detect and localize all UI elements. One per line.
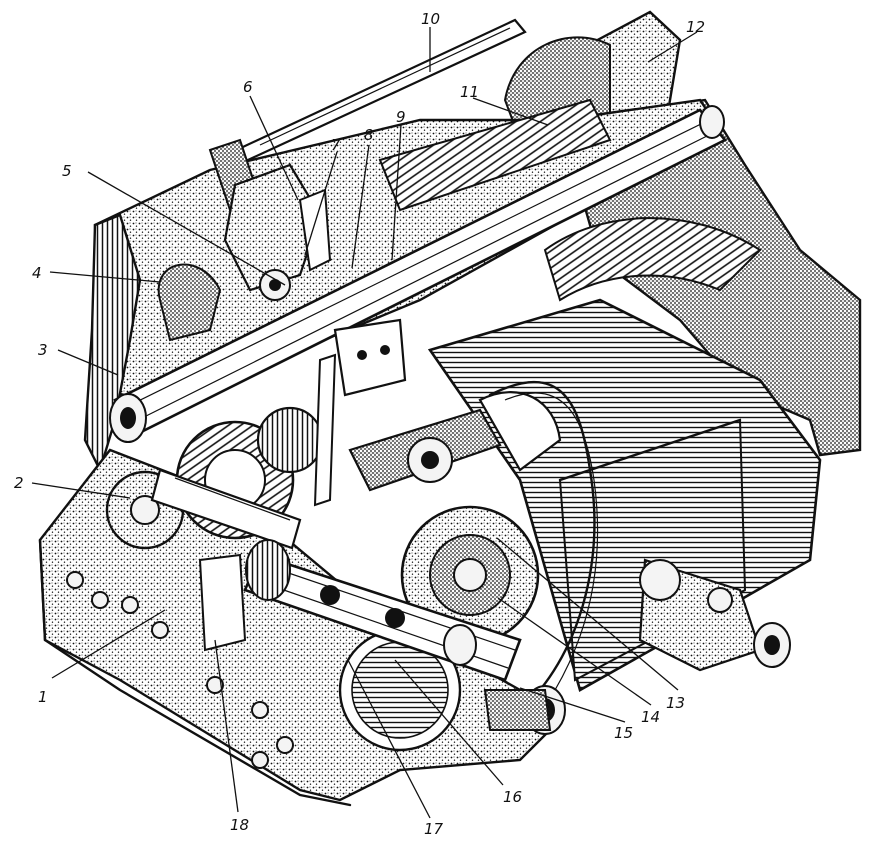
pump-fittings: [483, 558, 791, 735]
callout-17: 17: [424, 820, 444, 838]
leader-lines: [31, 27, 698, 819]
callout-3: 3: [38, 341, 48, 359]
callout-2: 2: [14, 474, 24, 492]
callout-10: 10: [421, 10, 440, 28]
callout-12: 12: [686, 18, 705, 36]
generator: [338, 505, 540, 752]
callout-8: 8: [364, 126, 374, 144]
callout-16: 16: [503, 788, 522, 806]
flange-bolts: [66, 553, 294, 769]
callout-6: 6: [243, 78, 253, 96]
main-shaft: [109, 105, 728, 443]
callout-18: 18: [230, 816, 249, 834]
callout-13: 13: [666, 694, 685, 712]
gear-train: [105, 406, 324, 550]
camshaft: [378, 98, 762, 302]
callout-1: 1: [38, 688, 48, 706]
callout-4: 4: [32, 264, 42, 282]
callout-14: 14: [641, 708, 660, 726]
callout-5: 5: [62, 162, 72, 180]
callout-15: 15: [614, 724, 633, 742]
callout-7: 7: [331, 136, 341, 154]
callout-9: 9: [396, 108, 406, 126]
callout-labels: 1 2 3 4 5 6 7 8 9 10 11 12 13 14 15 16 1…: [14, 10, 705, 838]
linkage: [313, 318, 599, 692]
lower-shaft: [243, 539, 522, 682]
callout-11: 11: [460, 83, 479, 101]
